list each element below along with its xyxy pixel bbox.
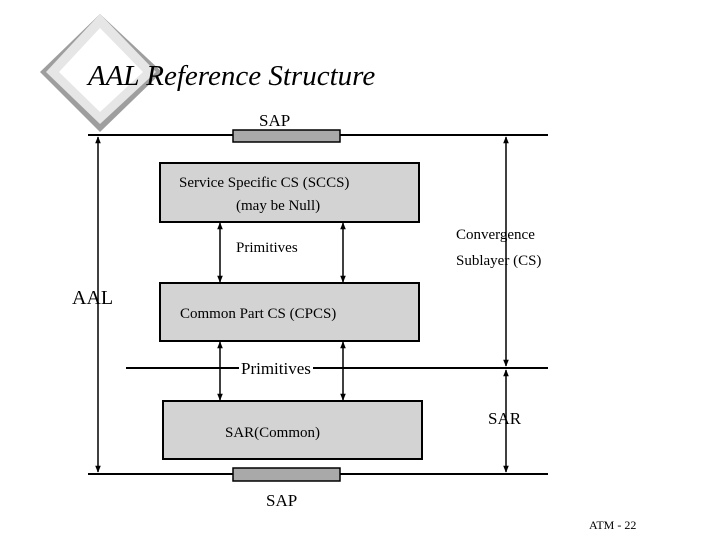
primitives-upper-label: Primitives [236,240,298,256]
primitives-lower-label: Primitives [239,359,313,379]
sap-top-label: SAP [259,111,291,130]
sccs-box: Service Specific CS (SCCS) (may be Null) [159,162,420,223]
sccs-box-line1: Service Specific CS (SCCS) [179,175,350,191]
sccs-box-line2: (may be Null) [236,198,321,214]
slide-footer: ATM - 22 [589,518,637,532]
sap-bottom-bar [232,467,341,482]
slide-title: AAL Reference Structure [88,60,376,92]
cpcs-box-label: Common Part CS (CPCS) [180,306,337,322]
sar-common-box-label: SAR(Common) [225,425,321,441]
cpcs-box: Common Part CS (CPCS) [159,282,420,342]
diamond-logo-icon [40,14,162,132]
sap-bottom-label: SAP [266,491,298,510]
cs-label-line2: Sublayer (CS) [456,253,542,269]
sap-top-bar [232,129,341,143]
cs-label-line1: Convergence [456,227,535,243]
aal-label: AAL [72,287,114,309]
sar-label: SAR [488,409,522,428]
sar-common-box: SAR(Common) [162,400,423,460]
